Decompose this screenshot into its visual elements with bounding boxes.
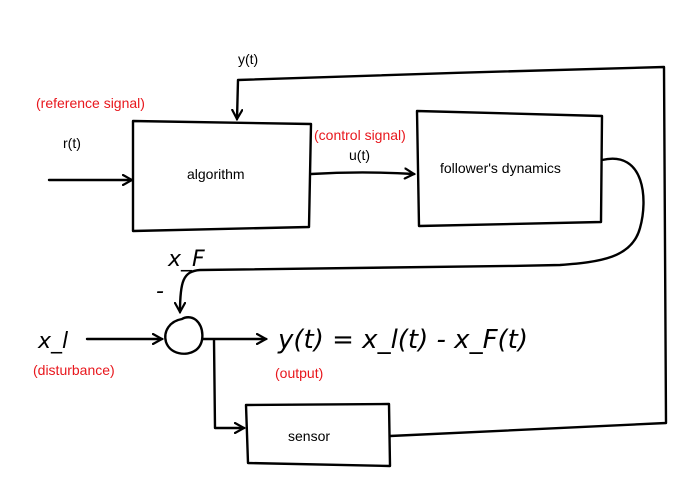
algorithm-label: algorithm <box>187 166 245 182</box>
y-feedback-label: y(t) <box>238 51 258 67</box>
feedback-loop-line <box>237 65 668 438</box>
summing-junction <box>164 316 204 355</box>
algorithm-block <box>131 119 313 233</box>
output-equation: y(t) = x_l(t) - x_F(t) <box>277 325 528 355</box>
follower-output-line <box>180 157 645 312</box>
follower-dynamics-label: follower's dynamics <box>440 160 561 176</box>
sensor-block <box>244 402 392 468</box>
output-annotation: (output) <box>275 365 323 381</box>
x-follower-label: x_F <box>167 247 205 272</box>
disturbance-annotation: (disturbance) <box>33 362 115 378</box>
reference-signal-annotation: (reference signal) <box>36 95 145 111</box>
follower-dynamics-block <box>415 109 604 228</box>
r-label: r(t) <box>63 135 81 151</box>
x-leader-label: x_l <box>37 329 68 354</box>
control-signal-arrow <box>309 173 414 175</box>
minus-sign: - <box>156 279 164 304</box>
u-label: u(t) <box>349 147 370 163</box>
control-signal-annotation: (control signal) <box>314 127 406 143</box>
sensor-label: sensor <box>288 428 330 444</box>
sensor-branch-line <box>212 338 244 428</box>
